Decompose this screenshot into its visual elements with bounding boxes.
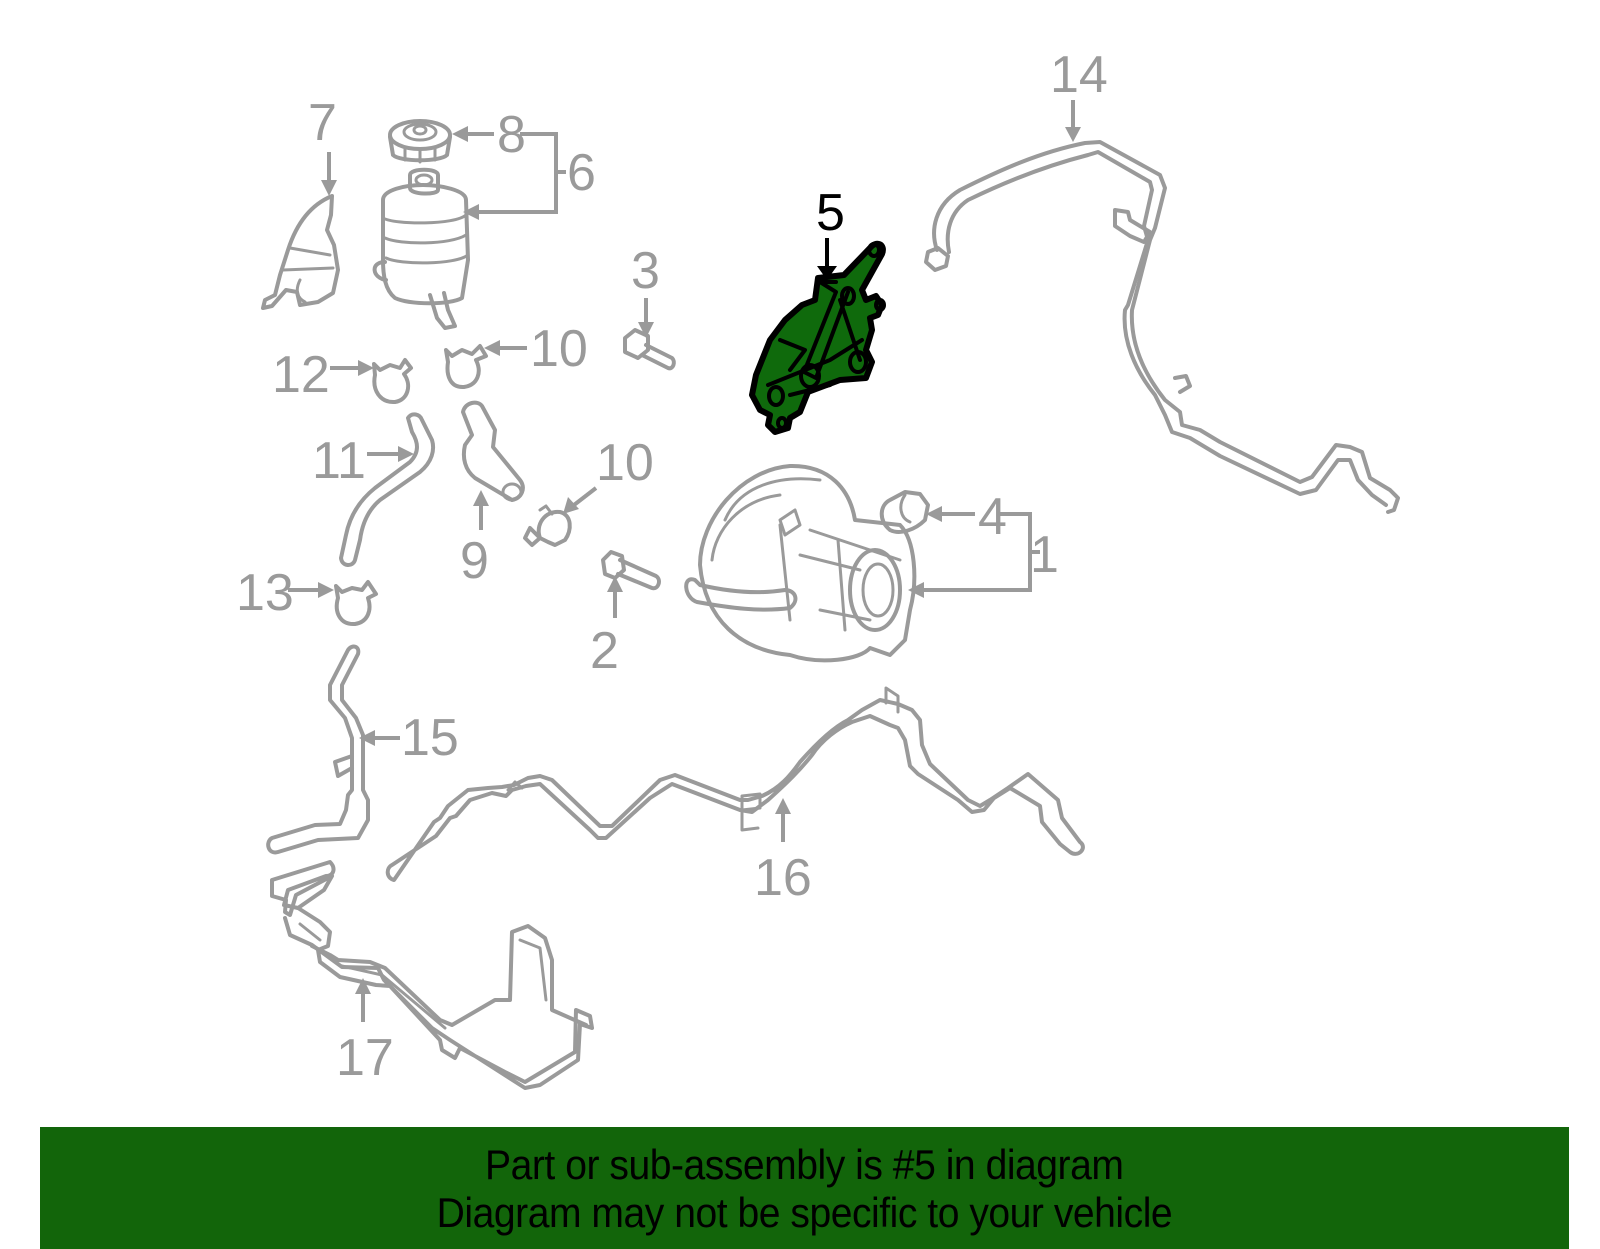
- callout-9: 9: [460, 532, 489, 590]
- caption-part-reference: Part or sub-assembly is #5 in diagram: [485, 1141, 1124, 1188]
- arrowhead-2: [607, 576, 623, 592]
- callout-4: 4: [978, 488, 1007, 546]
- arrowhead-6: [463, 204, 479, 220]
- part-16-cooler-line[interactable]: [385, 686, 1085, 882]
- arrowhead-3: [638, 322, 654, 338]
- caption-disclaimer: Diagram may not be specific to your vehi…: [436, 1189, 1173, 1236]
- callout-13: 13: [236, 564, 294, 622]
- callout-11: 11: [312, 432, 366, 490]
- arrowhead-13: [318, 582, 334, 598]
- callout-3: 3: [631, 242, 660, 300]
- part-8-reservoir-cap[interactable]: [388, 119, 452, 164]
- part-11-hose[interactable]: [339, 412, 436, 567]
- part-9-hose[interactable]: [461, 400, 525, 502]
- leader-10-lower: [572, 486, 598, 507]
- callout-16: 16: [754, 849, 812, 907]
- leader-1: [920, 512, 1032, 592]
- caption-banner: Part or sub-assembly is #5 in diagram Di…: [40, 1127, 1569, 1249]
- part-14-pressure-line[interactable]: [924, 140, 1400, 514]
- arrowhead-15: [359, 730, 375, 746]
- callout-15: 15: [401, 709, 459, 767]
- parts-diagram: 7 8 6 12 10 3: [236, 46, 1400, 1090]
- part-1-pump[interactable]: [684, 463, 917, 663]
- arrowhead-4: [926, 506, 942, 522]
- callout-5: 5: [816, 184, 845, 242]
- arrowhead-17: [355, 978, 371, 994]
- arrowhead-12: [358, 360, 374, 376]
- callout-10-lower: 10: [596, 434, 654, 492]
- arrowhead-1: [908, 582, 924, 598]
- callout-14: 14: [1050, 46, 1108, 104]
- part-13-clamp[interactable]: [334, 580, 378, 627]
- arrowhead-11: [398, 446, 414, 462]
- part-12-clamp[interactable]: [372, 358, 413, 405]
- part-17-tube-assembly[interactable]: [270, 860, 594, 1090]
- callout-6: 6: [567, 144, 596, 202]
- part-10-upper-clamp[interactable]: [444, 344, 488, 390]
- part-15-return-hose[interactable]: [266, 644, 370, 855]
- arrowhead-10-lower: [563, 497, 579, 514]
- callout-12: 12: [272, 346, 330, 404]
- part-2-bolt[interactable]: [601, 550, 661, 591]
- callout-17: 17: [336, 1029, 394, 1087]
- arrowhead-5: [817, 266, 837, 280]
- part-4-fitting[interactable]: [879, 490, 930, 534]
- arrowhead-10-upper: [484, 340, 500, 356]
- arrowhead-16: [775, 798, 791, 814]
- callout-10-upper: 10: [530, 320, 588, 378]
- callout-7: 7: [308, 94, 337, 152]
- part-3-bolt[interactable]: [623, 328, 676, 371]
- callout-1: 1: [1030, 526, 1059, 584]
- part-6-reservoir[interactable]: [372, 167, 470, 330]
- part-5-pump-bracket-highlighted[interactable]: [749, 240, 886, 435]
- arrowhead-8: [452, 126, 468, 142]
- arrowhead-14: [1065, 127, 1081, 142]
- part-7-bracket[interactable]: [261, 194, 340, 310]
- part-10-lower-clamp[interactable]: [523, 504, 572, 547]
- arrowhead-7: [321, 180, 337, 196]
- callout-2: 2: [590, 622, 619, 680]
- arrowhead-9: [473, 490, 489, 506]
